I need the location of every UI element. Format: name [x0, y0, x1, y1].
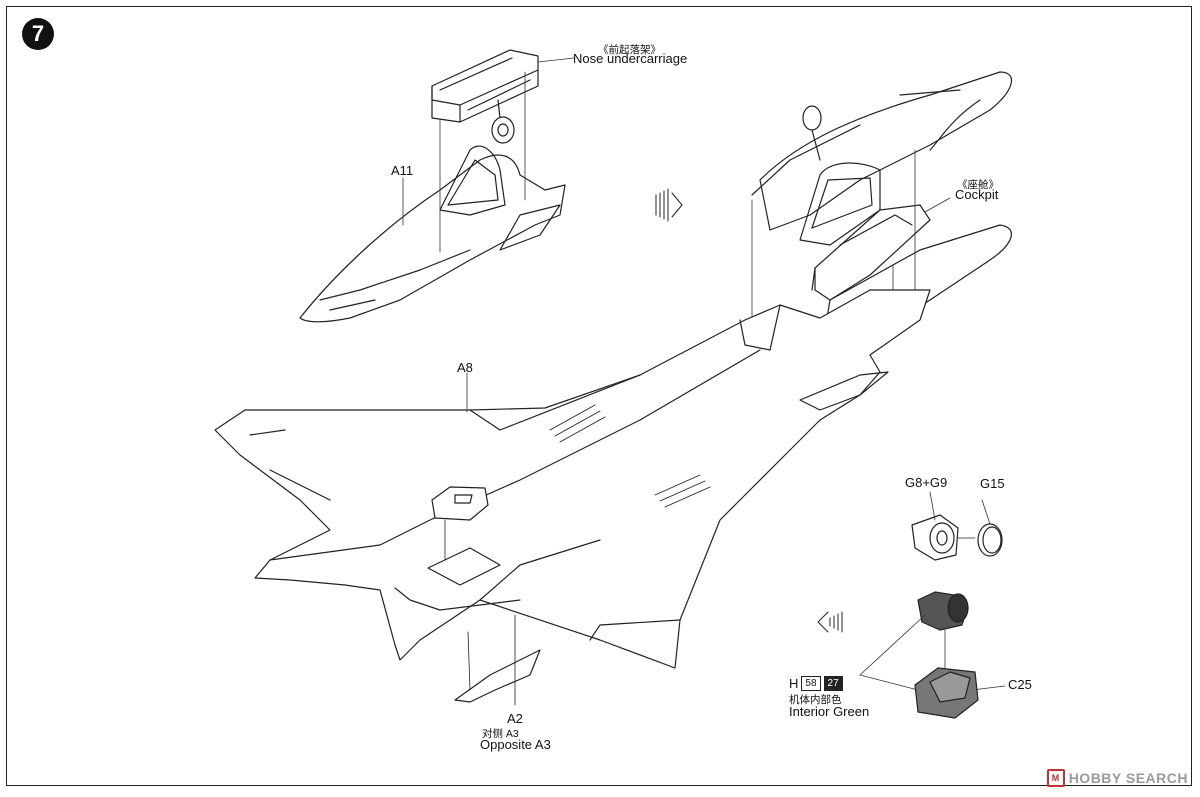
part-g8-g9-label: G8+G9	[905, 475, 948, 490]
c25-part	[914, 667, 979, 719]
disc-g15-part	[977, 523, 1003, 557]
paint-code-callout: H 58 27	[789, 676, 843, 691]
direction-arrow-icon	[817, 611, 843, 633]
nose-wheel-part	[491, 99, 515, 144]
grille-detail	[549, 404, 711, 508]
watermark-text: HOBBY SEARCH	[1068, 770, 1188, 786]
direction-arrow-icon	[655, 188, 683, 222]
cockpit-label-cn: 《座舱》	[957, 179, 999, 191]
watermark: M HOBBY SEARCH	[1046, 769, 1188, 787]
nose-section-right	[751, 71, 1013, 246]
instruction-sheet-frame	[6, 6, 1192, 786]
opposite-a3-label-cn: 对侧 A3	[482, 728, 519, 740]
cockpit-label: Cockpit	[955, 187, 999, 202]
step-number-badge: 7	[22, 18, 54, 50]
engine-g8-g9-part	[911, 514, 976, 561]
paint-code-light: 58	[801, 676, 821, 691]
nose-undercarriage-bay-part	[431, 49, 539, 123]
nose-section-left	[299, 145, 566, 323]
nose-undercarriage-label-cn: 《前起落架》	[598, 44, 661, 56]
nose-guide-lines	[439, 57, 575, 253]
small-box-part	[427, 486, 501, 586]
engine-can-part	[917, 591, 969, 631]
part-c25-label: C25	[1008, 677, 1032, 692]
paint-prefix: H	[789, 676, 799, 691]
part-a11-label: A11	[391, 163, 414, 178]
part-a8-label: A8	[457, 360, 473, 375]
part-g15-label: G15	[980, 476, 1005, 491]
a2-panel-part	[454, 614, 541, 706]
watermark-badge: M	[1046, 769, 1065, 787]
cockpit-tub-part	[811, 204, 931, 301]
label-leader-lines	[402, 177, 991, 525]
opposite-a3-label: Opposite A3	[480, 737, 551, 752]
part-a2-label: A2	[507, 711, 523, 726]
paint-name-label: Interior Green	[789, 704, 870, 719]
lower-wing-a8	[214, 289, 931, 669]
paint-name-cn: 机体内部色	[789, 694, 842, 706]
nose-undercarriage-label: Nose undercarriage	[573, 51, 688, 66]
paint-code-dark: 27	[823, 676, 843, 691]
